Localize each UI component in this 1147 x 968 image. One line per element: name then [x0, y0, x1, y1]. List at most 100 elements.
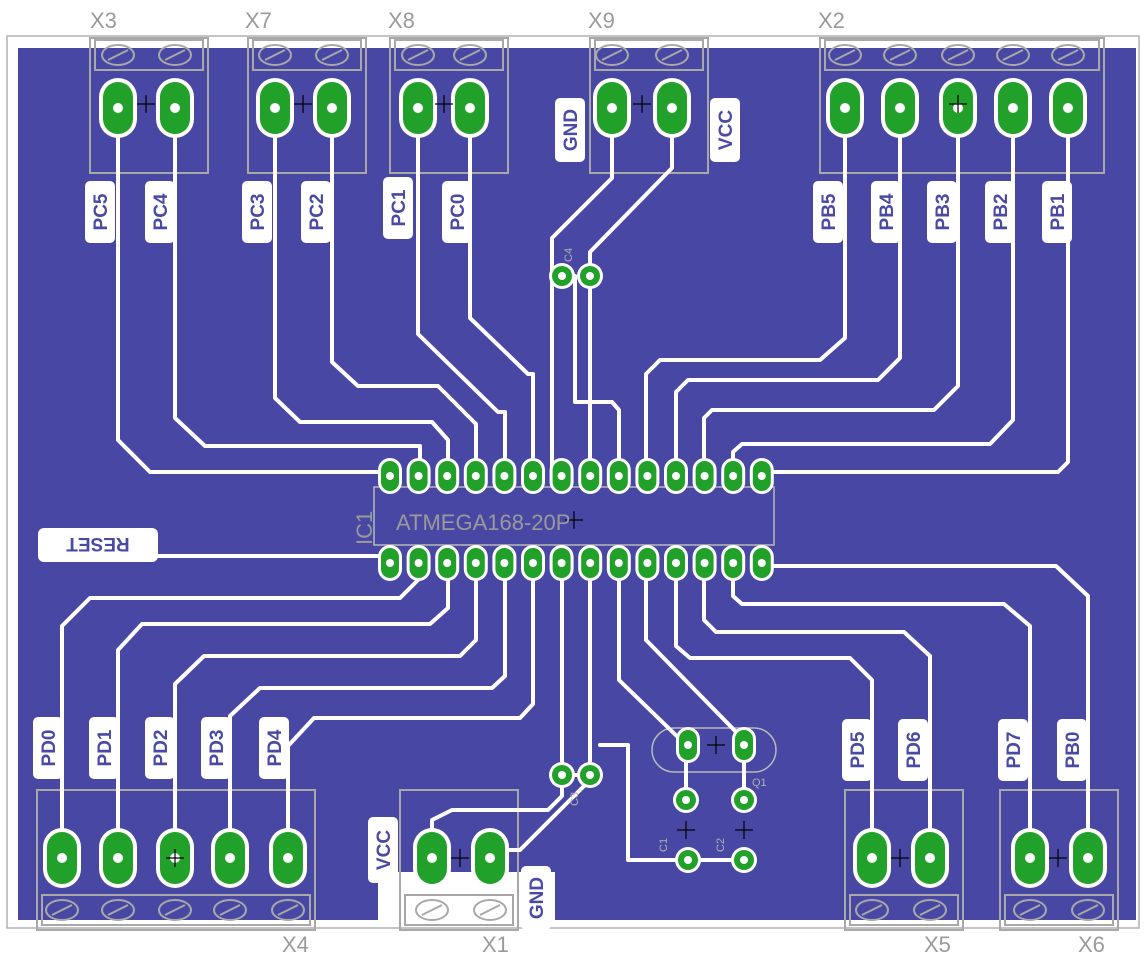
- connector-pad: [399, 78, 437, 138]
- label-pc2-text: PC2: [307, 194, 328, 231]
- connector-pad: [99, 78, 137, 138]
- ic-pad-bottom: [635, 545, 660, 581]
- ic-pad-top: [521, 458, 545, 494]
- label-pc0: PC0: [442, 181, 472, 243]
- trace-pb5: [644, 98, 847, 478]
- ic-pad-top: [635, 458, 660, 494]
- terminal-screw-top: [158, 44, 192, 66]
- connector-x6-name: X6: [1078, 932, 1105, 957]
- label-pb4: PB4: [871, 181, 901, 243]
- label-pb3-text: PB3: [933, 194, 954, 231]
- label-gnd-bot: GND: [521, 866, 551, 930]
- board-outline: [6, 35, 1140, 929]
- terminal-screw-top: [828, 44, 862, 66]
- label-pc3: PC3: [242, 181, 272, 243]
- label-pb2-text: PB2: [991, 194, 1012, 231]
- terminal-screw-bottom: [271, 899, 305, 921]
- cap3-ref: C3: [569, 792, 581, 806]
- ic-pad-bottom: [749, 545, 774, 581]
- connector-x9-name: X9: [588, 8, 615, 33]
- label-reset-text: RESET: [66, 533, 130, 554]
- label-pd3: PD3: [201, 717, 231, 779]
- origin-cross: [166, 849, 184, 867]
- terminal-screw-top: [401, 44, 435, 66]
- label-pd7: PD7: [998, 719, 1028, 781]
- terminal-screw-top: [258, 44, 292, 66]
- connector-pad: [269, 828, 307, 888]
- trace-pb4: [674, 98, 902, 478]
- terminal-screw-bottom: [913, 899, 947, 921]
- ic-pad-top: [721, 458, 746, 494]
- connector-pad: [43, 828, 81, 888]
- label-gnd-top: GND: [555, 98, 585, 162]
- trace-pc5: [116, 98, 392, 474]
- ic-pad-bottom: [435, 545, 460, 581]
- label-pd6: PD6: [898, 719, 928, 781]
- ic-pad-bottom: [549, 545, 574, 581]
- ic-part-label: ATMEGA168-20P: [396, 510, 570, 535]
- trace-xtal2: [644, 561, 746, 802]
- label-pd6-text: PD6: [904, 732, 925, 769]
- trace-pc3: [273, 98, 450, 474]
- connector-x2-name: X2: [818, 8, 845, 33]
- label-pd5: PD5: [842, 719, 872, 781]
- ic-pad-bottom: [463, 545, 488, 581]
- terminal-screw-bottom: [45, 899, 79, 921]
- terminal-screws: [45, 44, 1105, 921]
- ic-pad-top: [578, 458, 603, 494]
- connector-pad: [911, 828, 949, 888]
- terminal-screw-bottom: [158, 899, 192, 921]
- connector-pad: [881, 78, 919, 138]
- trace-pc2: [330, 98, 478, 474]
- trace-xtal1: [617, 561, 688, 802]
- label-vcc-bot-text: VCC: [374, 830, 395, 870]
- trace-pd5: [674, 561, 874, 852]
- origin-cross: [949, 95, 967, 113]
- origin-cross: [565, 511, 583, 529]
- origin-cross: [707, 736, 725, 754]
- label-pd1: PD1: [89, 717, 119, 779]
- ic-pad-bottom: [521, 545, 545, 581]
- terminal-screw-top: [315, 44, 349, 66]
- trace-pc1: [416, 98, 507, 474]
- label-pc4: PC4: [145, 181, 175, 243]
- label-gnd-top-text: GND: [561, 109, 582, 151]
- label-pd0: PD0: [33, 717, 63, 779]
- terminal-screw-top: [655, 44, 689, 66]
- origin-cross: [294, 95, 312, 113]
- label-pd4-text: PD4: [265, 729, 286, 766]
- origin-cross: [633, 95, 651, 113]
- label-pb5: PB5: [813, 181, 843, 243]
- trace-pd2: [173, 561, 478, 852]
- ic-pad-top: [606, 458, 631, 494]
- connector-pad: [1049, 78, 1087, 138]
- label-pd3-text: PD3: [207, 730, 228, 767]
- ic-pad-bottom: [492, 545, 517, 581]
- label-pb2: PB2: [985, 181, 1015, 243]
- terminal-screw-top: [1051, 44, 1085, 66]
- component-pad: [675, 847, 701, 873]
- trace-gnd-top: [550, 98, 614, 478]
- connector-pad: [156, 78, 194, 138]
- trace-pb1: [760, 98, 1070, 474]
- label-pb0-text: PB0: [1063, 732, 1084, 769]
- connector-pad: [653, 78, 691, 138]
- connector-pad: [211, 828, 249, 888]
- connector-pad: [256, 78, 294, 138]
- origin-cross: [677, 821, 695, 839]
- terminal-screw-bottom: [1071, 899, 1105, 921]
- label-reset: RESET: [38, 528, 158, 562]
- trace-pc0: [468, 98, 535, 474]
- ic-pad-bottom: [606, 545, 631, 581]
- traces: [60, 98, 1090, 862]
- origin-cross: [451, 849, 469, 867]
- component-pad: [731, 787, 757, 813]
- trace-pd7: [731, 561, 1032, 852]
- trace-pb3: [702, 98, 960, 478]
- label-pd2: PD2: [145, 717, 175, 779]
- trace-xtal-gnd: [598, 743, 690, 862]
- connector-pad: [471, 828, 509, 888]
- ic-pad-top: [492, 458, 517, 494]
- trace-vcc-link: [573, 274, 621, 478]
